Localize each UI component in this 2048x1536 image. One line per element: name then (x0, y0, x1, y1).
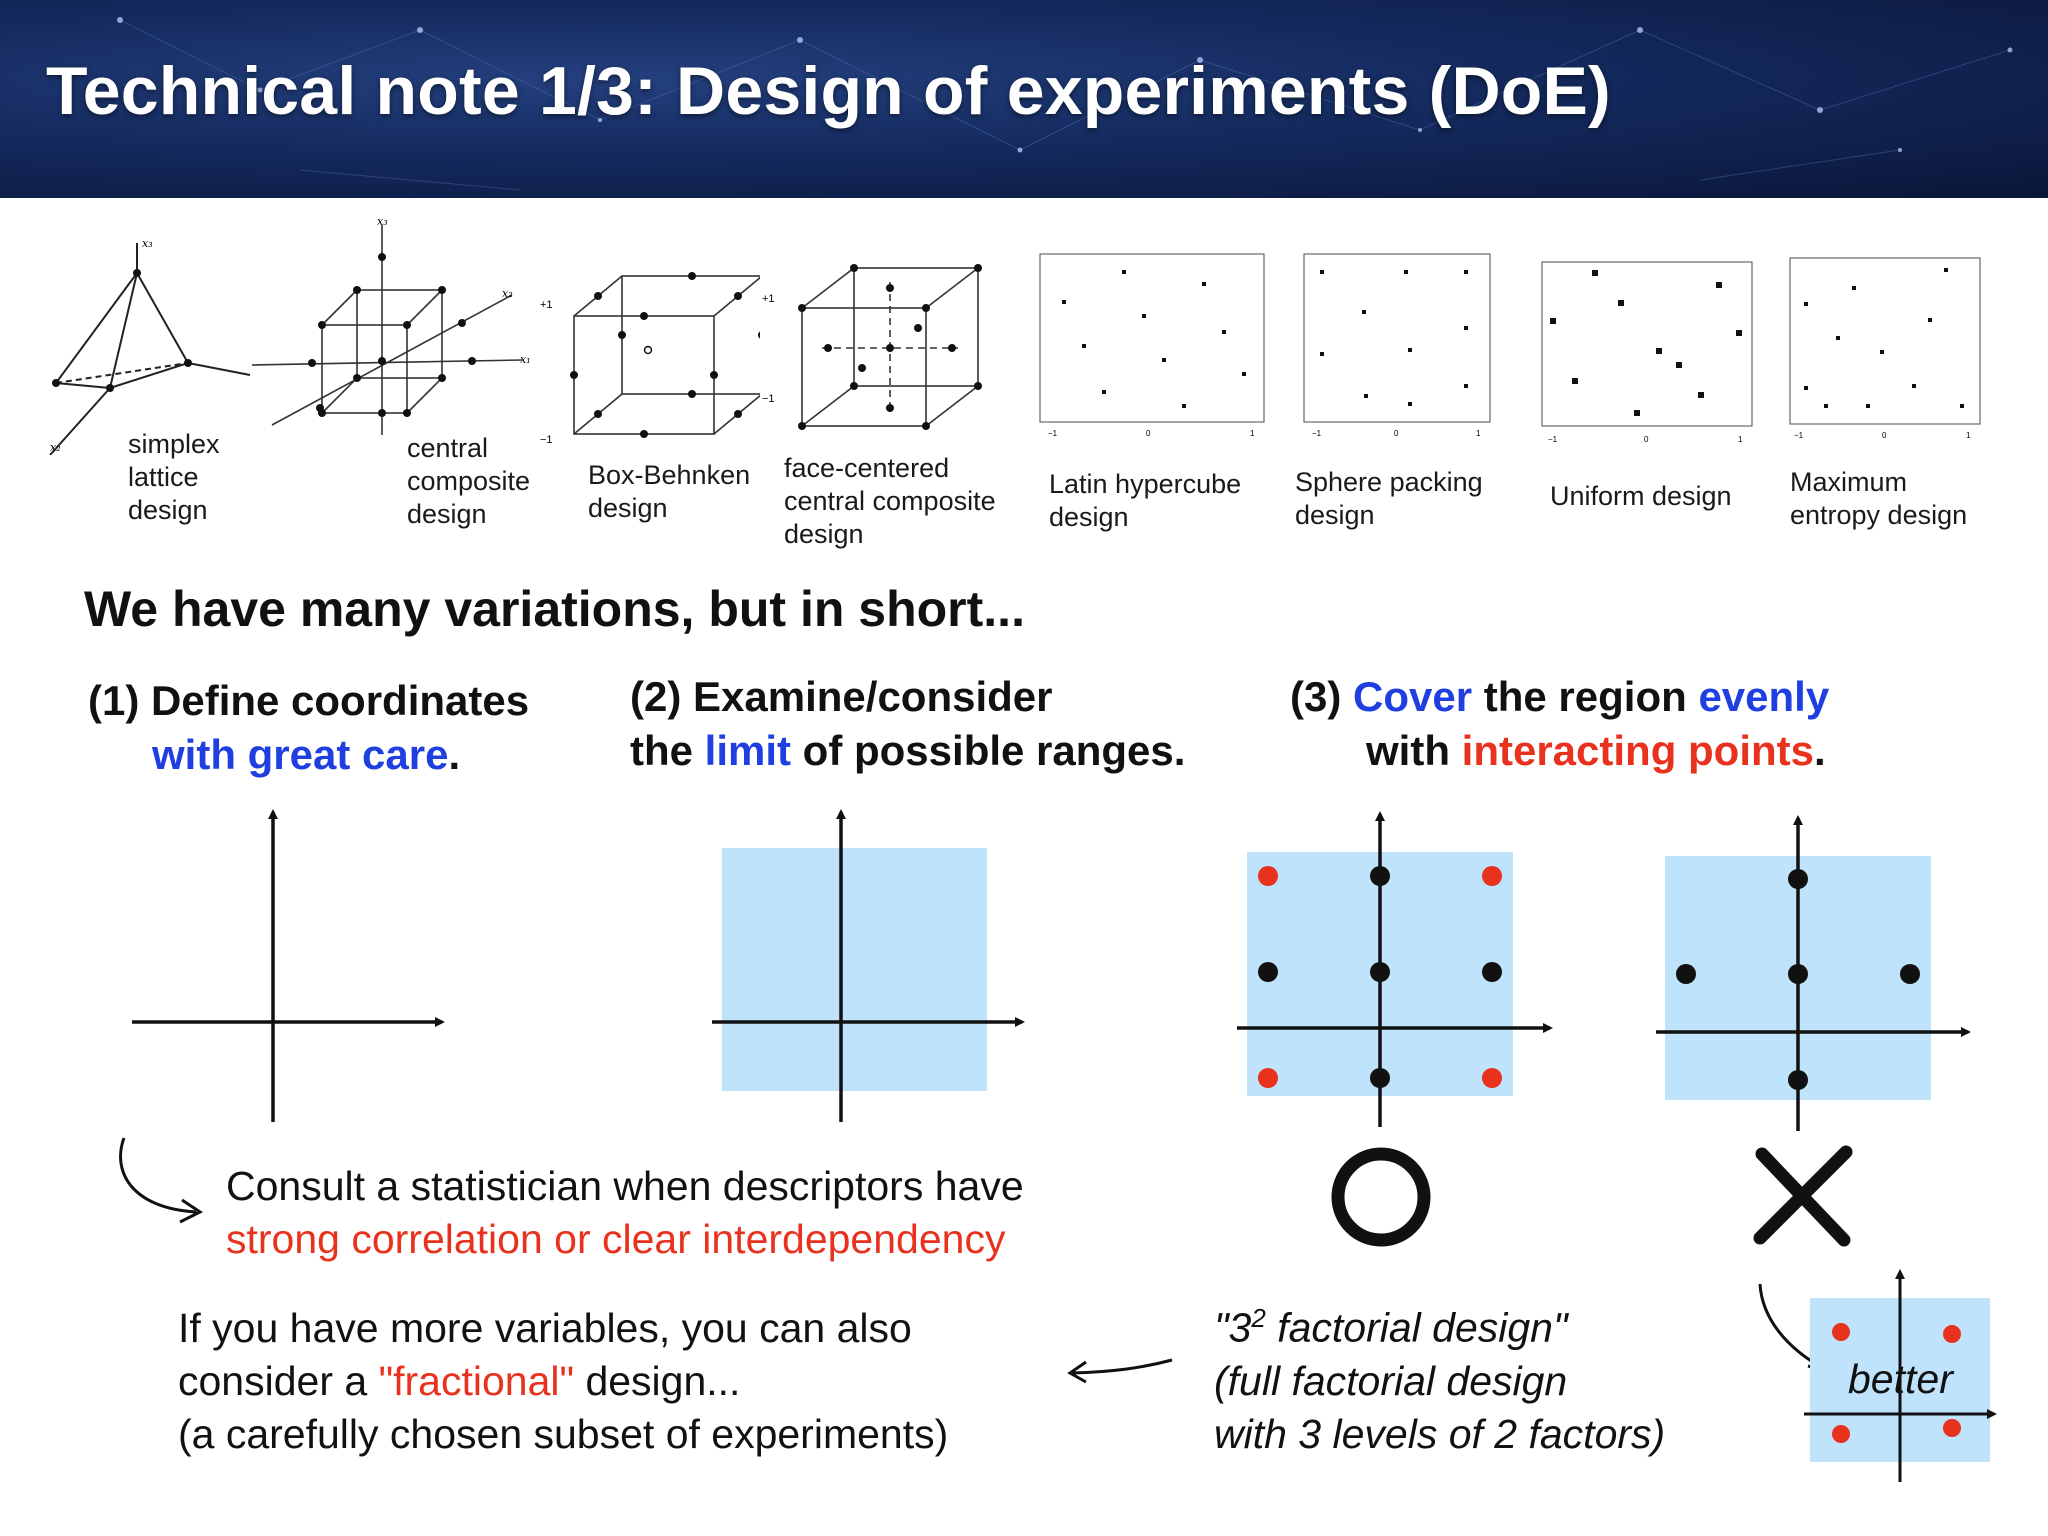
simplex-lattice-diagram: x₃ x₂ (49, 237, 251, 455)
svg-text:1: 1 (1966, 431, 1971, 440)
svg-text:0: 0 (1394, 429, 1399, 438)
range-region (722, 848, 987, 1091)
circle-mark-icon (1331, 1147, 1431, 1247)
cross-mark-icon (1753, 1145, 1853, 1247)
central-composite-diagram: x₃ x₂ x₁ (252, 215, 531, 435)
svg-text:x₃: x₃ (377, 215, 388, 228)
svg-text:+1: +1 (540, 299, 553, 311)
factorial-note: "32 factorial design" (full factorial de… (1214, 1303, 1666, 1457)
better-label: better (1848, 1356, 1953, 1402)
star-design-diagram (1656, 815, 1971, 1131)
svg-text:x₃: x₃ (142, 237, 153, 250)
face-centered-ccd-diagram: +1 −1 (762, 264, 982, 430)
box-behnken-diagram: +1 −1 (540, 272, 760, 443)
svg-text:1: 1 (1250, 429, 1255, 438)
slide-title: Technical note 1/3: Design of experiment… (46, 53, 1611, 129)
svg-text:−1: −1 (1048, 429, 1058, 438)
svg-text:1: 1 (1476, 429, 1481, 438)
coordinate-axes-diagram (132, 809, 445, 1122)
svg-text:−1: −1 (1794, 431, 1804, 440)
curved-arrow-consult (119, 1137, 203, 1224)
uniform-design-plot: −1 0 1 (1541, 261, 1753, 444)
svg-text:1: 1 (1738, 435, 1743, 444)
latin-hypercube-plot: −1 0 1 (1039, 253, 1265, 438)
arrow-to-fractional (1067, 1358, 1173, 1384)
svg-text:−1: −1 (1312, 429, 1322, 438)
consult-note: Consult a statistician when descriptors … (226, 1163, 1024, 1262)
svg-text:x₂: x₂ (502, 287, 513, 300)
fractional-note: If you have more variables, you can also… (178, 1305, 949, 1457)
svg-text:x₂: x₂ (50, 441, 61, 454)
svg-text:0: 0 (1882, 431, 1887, 440)
svg-text:x₁: x₁ (520, 353, 531, 366)
fractional-design-diagram (1804, 1269, 1997, 1482)
step-1-text: (1) Define coordinates with great care. (88, 677, 530, 778)
network-background (117, 17, 2013, 191)
design-label-uniform: Uniform design (1550, 481, 1732, 511)
summary-heading: We have many variations, but in short... (84, 581, 1025, 637)
full-factorial-diagram (1237, 811, 1553, 1127)
header-banner: Technical note 1/3: Design of experiment… (0, 0, 2048, 198)
svg-text:−1: −1 (762, 393, 775, 405)
step-2-text: (2) Examine/consider the limit of possib… (630, 673, 1186, 774)
svg-text:−1: −1 (540, 434, 553, 443)
sphere-packing-plot: −1 0 1 (1303, 253, 1491, 438)
maximum-entropy-plot: −1 0 1 (1789, 257, 1981, 440)
svg-text:−1: −1 (1548, 435, 1558, 444)
range-limit-diagram (712, 809, 1025, 1122)
svg-text:+1: +1 (762, 293, 775, 305)
svg-text:0: 0 (1146, 429, 1151, 438)
svg-text:0: 0 (1644, 435, 1649, 444)
step-3-text: (3) Cover the region evenly with interac… (1290, 673, 1830, 774)
